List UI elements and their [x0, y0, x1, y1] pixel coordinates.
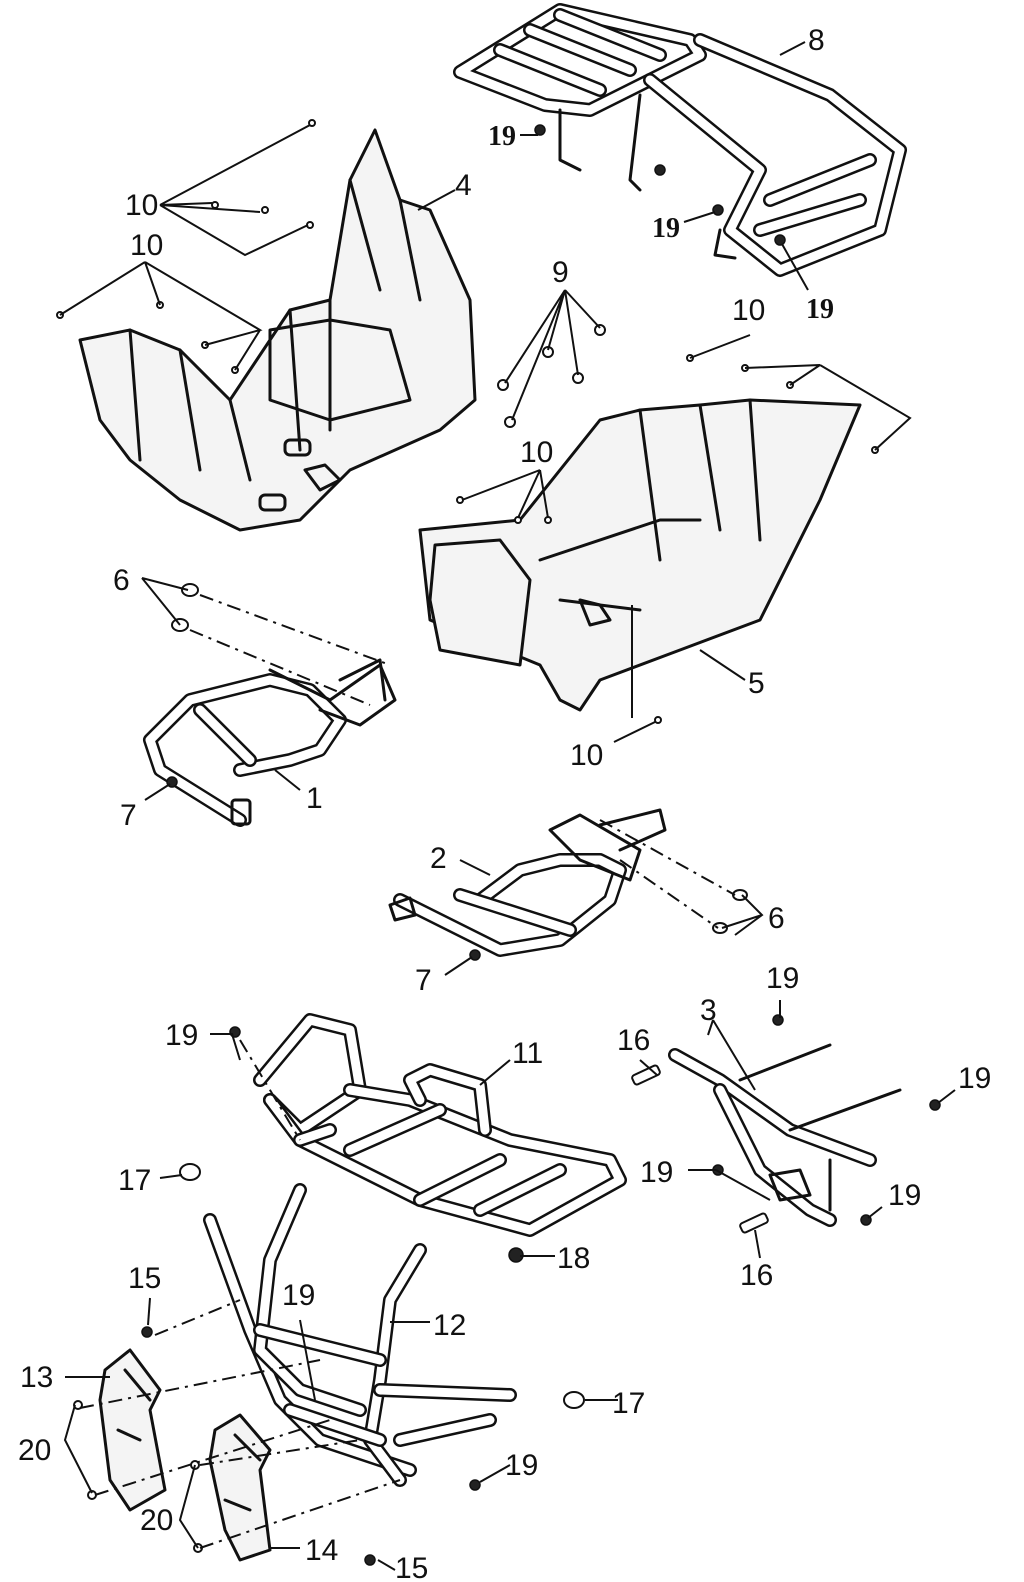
callout-10: 10: [125, 189, 158, 222]
rear-rack-part-8: [453, 3, 907, 277]
callout-7: 7: [415, 964, 432, 997]
main-frame-part-11-12: [203, 1013, 627, 1487]
callout-20: 20: [18, 1434, 51, 1467]
callout-5: 5: [748, 667, 765, 700]
rear-bumper-part-2: [388, 808, 667, 957]
callout-6: 6: [113, 564, 130, 597]
callout-19: 19: [806, 294, 834, 325]
callout-9: 9: [552, 256, 569, 289]
callout-2: 2: [430, 842, 447, 875]
callout-19: 19: [958, 1062, 991, 1095]
callout-19: 19: [488, 121, 516, 152]
callout-11: 11: [512, 1037, 543, 1070]
callout-10: 10: [732, 294, 765, 327]
callout-1: 1: [306, 782, 323, 815]
callout-10: 10: [520, 436, 553, 469]
bracket-part-14: [208, 1413, 272, 1562]
callout-19: 19: [888, 1179, 921, 1212]
hardware: [56, 119, 941, 1566]
rear-subframe-part-3: [668, 1043, 902, 1227]
callout-8: 8: [808, 24, 825, 57]
callout-19: 19: [505, 1449, 538, 1482]
front-bumper-part-1: [143, 658, 397, 827]
callout-18: 18: [557, 1242, 590, 1275]
callout-15: 15: [128, 1262, 161, 1295]
bracket-part-13: [98, 1348, 167, 1512]
callout-16: 16: [617, 1024, 650, 1057]
callout-19: 19: [766, 962, 799, 995]
assembly-lines: [79, 594, 736, 1549]
callout-19: 19: [640, 1156, 673, 1189]
callout-14: 14: [305, 1534, 338, 1567]
callout-10: 10: [130, 229, 163, 262]
callout-6: 6: [768, 902, 785, 935]
callout-19: 19: [652, 213, 680, 244]
callout-19: 19: [282, 1279, 315, 1312]
callout-3: 3: [700, 994, 717, 1027]
callout-16: 16: [740, 1259, 773, 1292]
front-fender-part-4: [78, 128, 477, 532]
callout-15: 15: [395, 1552, 428, 1582]
callout-17: 17: [118, 1164, 151, 1197]
callout-13: 13: [20, 1361, 53, 1394]
leader-lines: [59, 41, 956, 1571]
callout-7: 7: [120, 799, 137, 832]
callout-10: 10: [570, 739, 603, 772]
callout-20: 20: [140, 1504, 173, 1537]
callout-labels: 8 19 19 19 10 10 4 9 10 10 6 5 10 7 1 2 …: [18, 24, 991, 1582]
callout-17: 17: [612, 1387, 645, 1420]
rear-fender-part-5: [418, 398, 862, 712]
callout-4: 4: [455, 169, 472, 202]
callout-19: 19: [165, 1019, 198, 1052]
callout-12: 12: [433, 1309, 466, 1342]
